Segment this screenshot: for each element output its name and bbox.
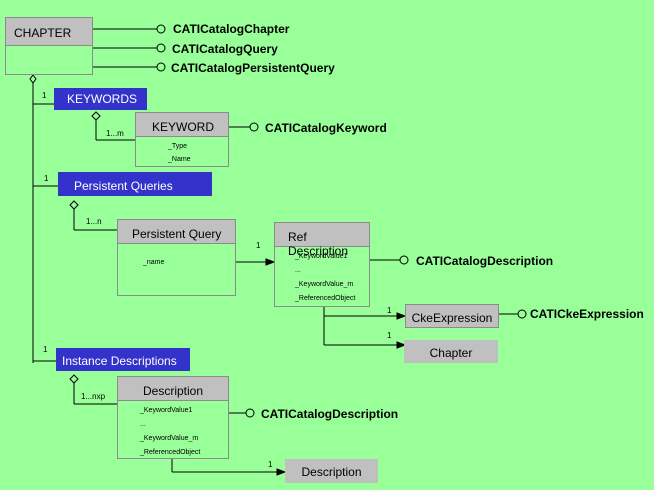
ref-description-attr-1: _KeywordValue1 bbox=[295, 253, 348, 260]
keywords-multiplicity: 1 bbox=[42, 91, 47, 100]
chapter-interface-1: CATICatalogChapter bbox=[173, 22, 290, 36]
chapter-ref-multiplicity: 1 bbox=[387, 331, 392, 340]
instance-descriptions-collection[interactable]: Instance Descriptions bbox=[56, 348, 190, 371]
keyword-class[interactable]: KEYWORD _Type _Name bbox=[135, 112, 229, 167]
ref-description-class-title: Ref Description bbox=[275, 223, 369, 258]
keywords-collection[interactable]: KEYWORDS bbox=[54, 88, 147, 110]
ref-description-attr-4: _ReferencedObject bbox=[295, 295, 356, 302]
persistent-query-class[interactable]: Persistent Query _name bbox=[117, 219, 236, 296]
ref-description-multiplicity: 1 bbox=[256, 241, 261, 250]
description-class[interactable]: Description _KeywordValue1 ... _KeywordV… bbox=[117, 376, 229, 459]
keyword-multiplicity: 1...m bbox=[106, 129, 124, 138]
description-multiplicity: 1...nxp bbox=[81, 392, 106, 401]
ref-description-interface: CATICatalogDescription bbox=[416, 254, 554, 268]
cke-expression-interface: CATICkeExpression bbox=[530, 307, 644, 321]
keyword-interface: CATICatalogKeyword bbox=[265, 121, 387, 135]
persistent-query-class-title: Persistent Query bbox=[118, 220, 235, 244]
chapter-interface-2: CATICatalogQuery bbox=[172, 42, 278, 56]
ref-description-class[interactable]: Ref Description _KeywordValue1 ... _Keyw… bbox=[274, 222, 370, 307]
persistent-query-attr-name: _name bbox=[143, 259, 165, 266]
chapter-interface-3: CATICatalogPersistentQuery bbox=[171, 61, 335, 75]
chapter-class-title: CHAPTER bbox=[6, 18, 92, 46]
description-attr-1: _KeywordValue1 bbox=[140, 407, 193, 414]
description-attr-4: _ReferencedObject bbox=[140, 449, 201, 456]
description-interface: CATICatalogDescription bbox=[261, 407, 399, 421]
persistent-query-multiplicity: 1...n bbox=[86, 217, 102, 226]
description-attr-2: ... bbox=[140, 421, 146, 428]
persistent-queries-multiplicity: 1 bbox=[44, 174, 49, 183]
description-ref-multiplicity: 1 bbox=[268, 460, 273, 469]
chapter-class[interactable]: CHAPTER bbox=[5, 17, 93, 75]
keyword-class-title: KEYWORD bbox=[136, 113, 228, 137]
persistent-queries-collection[interactable]: Persistent Queries bbox=[58, 172, 212, 196]
ref-description-attr-2: ... bbox=[295, 267, 301, 274]
chapter-ref-class[interactable]: Chapter bbox=[404, 340, 498, 363]
keyword-attr-name: _Name bbox=[168, 156, 191, 163]
instance-descriptions-multiplicity: 1 bbox=[43, 345, 48, 354]
cke-expression-class[interactable]: CkeExpression bbox=[405, 304, 499, 328]
cke-expression-multiplicity: 1 bbox=[387, 306, 392, 315]
description-ref-class[interactable]: Description bbox=[285, 459, 378, 483]
description-class-title: Description bbox=[118, 377, 228, 401]
description-attr-3: _KeywordValue_m bbox=[140, 435, 199, 442]
ref-description-attr-3: _KeywordValue_m bbox=[295, 281, 354, 288]
keyword-attr-type: _Type bbox=[168, 143, 188, 150]
